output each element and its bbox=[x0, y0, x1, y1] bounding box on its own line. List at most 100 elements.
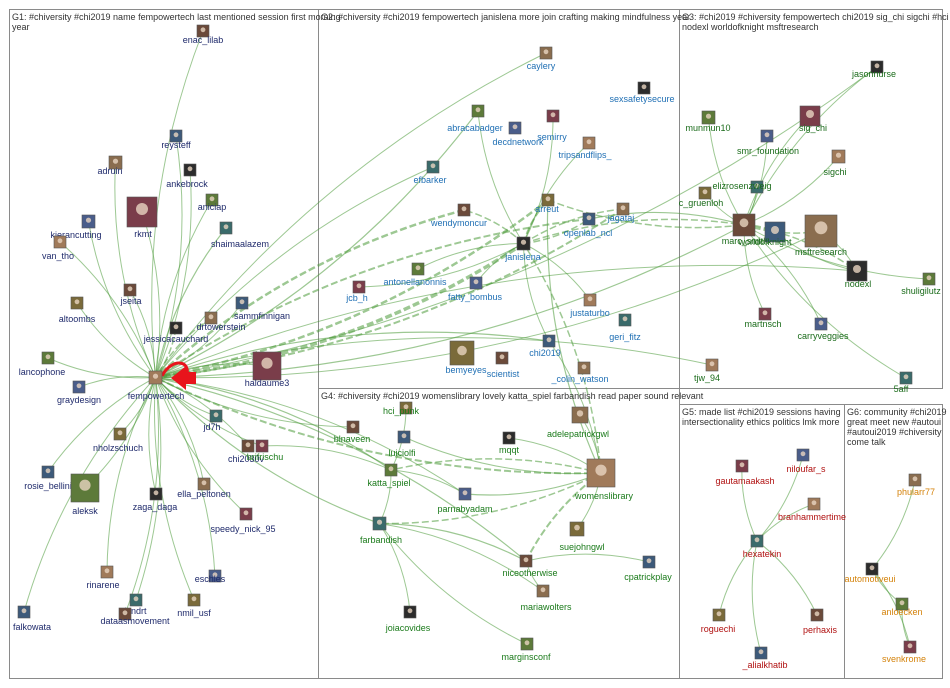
node-lancophone[interactable]: lancophone bbox=[19, 351, 66, 377]
node-janislena[interactable]: janislena bbox=[504, 236, 541, 262]
node-dataasmovement[interactable]: dataasmovement bbox=[100, 607, 170, 626]
node-niloufar_s[interactable]: niloufar_s bbox=[786, 448, 826, 474]
node-sig_chi[interactable]: sig_chi bbox=[799, 105, 827, 133]
node-label: nmil_usf bbox=[177, 608, 211, 618]
node-decdnetwork[interactable]: decdnetwork bbox=[492, 121, 544, 147]
node-_colin_watson[interactable]: _colin_watson bbox=[550, 361, 609, 384]
node-altoombs[interactable]: altoombs bbox=[59, 296, 96, 324]
node-luiciolfi[interactable]: luiciolfi bbox=[388, 430, 416, 458]
node-van_tho[interactable]: van_tho bbox=[42, 235, 74, 261]
node-zaga_daga[interactable]: zaga_daga bbox=[133, 487, 178, 512]
node-joiacovides[interactable]: joiacovides bbox=[385, 605, 431, 633]
node-arreut[interactable]: arreut bbox=[535, 193, 559, 214]
node-munmun10[interactable]: munmun10 bbox=[685, 110, 731, 133]
node-sammfinnigan[interactable]: sammfinnigan bbox=[234, 296, 290, 321]
node-jessicacauchard[interactable]: jessicacauchard bbox=[143, 321, 209, 344]
node-sigchi[interactable]: sigchi bbox=[823, 149, 847, 177]
node-tripsandflips_[interactable]: tripsandflips_ bbox=[558, 136, 613, 160]
node-carryveggies[interactable]: carryveggies bbox=[797, 317, 849, 341]
node-eschles[interactable]: eschles bbox=[195, 569, 226, 584]
node-bemyeyes[interactable]: bemyeyes bbox=[445, 340, 487, 375]
node-rosie_bellini[interactable]: rosie_bellini bbox=[24, 465, 72, 491]
node-hexatekin[interactable]: hexatekin bbox=[743, 534, 782, 559]
node-speedy_nick_95[interactable]: speedy_nick_95 bbox=[210, 507, 276, 534]
node-svenkrome[interactable]: svenkrome bbox=[882, 640, 926, 664]
node-sexsafetysecure[interactable]: sexsafetysecure bbox=[609, 81, 675, 104]
node-aniciap[interactable]: aniciap bbox=[198, 193, 227, 212]
node-nholzschuch[interactable]: nholzschuch bbox=[93, 427, 143, 453]
node-kierancutting[interactable]: kierancutting bbox=[50, 214, 102, 240]
node-nodexl[interactable]: nodexl bbox=[845, 260, 872, 289]
node-5aff[interactable]: 5aff bbox=[894, 371, 913, 394]
node-mqqt[interactable]: mqqt bbox=[499, 431, 520, 455]
node-nmil_usf[interactable]: nmil_usf bbox=[177, 593, 211, 618]
node-caylery[interactable]: caylery bbox=[527, 46, 556, 71]
node-rinarene[interactable]: rinarene bbox=[86, 565, 120, 590]
node-jseita[interactable]: jseita bbox=[119, 283, 142, 306]
node-efbarker[interactable]: efbarker bbox=[413, 160, 447, 185]
node-parnabyadam[interactable]: parnabyadam bbox=[437, 487, 493, 514]
node-scientist[interactable]: scientist bbox=[487, 351, 520, 379]
node-semirry[interactable]: semirry bbox=[537, 109, 567, 142]
node-branhammertime[interactable]: branhammertime bbox=[778, 497, 846, 522]
node-cpatrickplay[interactable]: cpatrickplay bbox=[624, 555, 672, 582]
node-niceotherwise[interactable]: niceotherwise bbox=[502, 554, 558, 578]
node-ankebrock[interactable]: ankebrock bbox=[166, 163, 208, 189]
node-shaimaalazem[interactable]: shaimaalazem bbox=[211, 221, 269, 249]
node-alxndrt[interactable]: alxndrt bbox=[119, 593, 147, 616]
node-aleksk[interactable]: aleksk bbox=[70, 473, 100, 516]
node-antonellanonnis[interactable]: antonellanonnis bbox=[383, 262, 447, 287]
node-marc_smith[interactable]: marc_smith bbox=[722, 213, 769, 246]
node-smr_foundation[interactable]: smr_foundation bbox=[737, 129, 799, 156]
node-openlab_ncl[interactable]: openlab_ncl bbox=[564, 212, 613, 238]
node-brifrischu[interactable]: brifrischu bbox=[247, 439, 284, 462]
node-fempowertech[interactable]: fempowertech bbox=[128, 370, 185, 401]
node-worldofknight[interactable]: worldofknight bbox=[737, 221, 792, 247]
node-msftresearch[interactable]: msftresearch bbox=[795, 214, 847, 257]
node-marginsconf[interactable]: marginsconf bbox=[501, 637, 551, 662]
node-c_gruenloh[interactable]: c_gruenloh bbox=[679, 186, 724, 208]
node-jagataj[interactable]: jagataj bbox=[607, 202, 635, 223]
node-suejohngwl[interactable]: suejohngwl bbox=[559, 521, 605, 552]
node-phularr77[interactable]: phularr77 bbox=[897, 473, 935, 497]
node-jasonnurse[interactable]: jasonnurse bbox=[851, 60, 896, 79]
node-gautamaakash[interactable]: gautamaakash bbox=[715, 459, 775, 486]
node-perhaxis[interactable]: perhaxis bbox=[803, 608, 838, 635]
node-enac_lilab[interactable]: enac_lilab bbox=[183, 24, 224, 45]
node-adelepatrickgwl[interactable]: adelepatrickgwl bbox=[547, 406, 609, 439]
node-martnsch[interactable]: martnsch bbox=[744, 307, 782, 329]
node-chi2030v[interactable]: chi2030v bbox=[228, 439, 265, 464]
node-drtowerstein[interactable]: drtowerstein bbox=[196, 311, 246, 332]
node-label: fempowertech bbox=[128, 391, 185, 401]
node-tjw_94[interactable]: tjw_94 bbox=[694, 358, 720, 383]
node-abracabadger[interactable]: abracabadger bbox=[447, 104, 503, 133]
node-adruin[interactable]: adruin bbox=[97, 155, 123, 176]
node-justaturbo[interactable]: justaturbo bbox=[569, 293, 610, 318]
node-jcb_h[interactable]: jcb_h bbox=[345, 280, 368, 303]
node-wendymoncur[interactable]: wendymoncur bbox=[430, 203, 487, 228]
node-blnaveen[interactable]: blnaveen bbox=[334, 420, 371, 444]
node-ella_peltonen[interactable]: ella_peltonen bbox=[177, 477, 231, 499]
node-haldaume3[interactable]: haldaume3 bbox=[245, 351, 290, 388]
node-geri_fitz[interactable]: geri_fitz bbox=[609, 313, 641, 342]
node-rkmt[interactable]: rkmt bbox=[126, 196, 158, 239]
node-_alialkhatib[interactable]: _alialkhatib bbox=[741, 646, 788, 670]
node-mariawolters[interactable]: mariawolters bbox=[520, 584, 572, 612]
node-fatty_bombus[interactable]: fatty_bombus bbox=[448, 276, 503, 302]
node-anloecken[interactable]: anloecken bbox=[881, 597, 923, 617]
node-womenslibrary[interactable]: womenslibrary bbox=[574, 458, 634, 501]
node-reysteff[interactable]: reysteff bbox=[161, 129, 191, 150]
node-jd7h[interactable]: jd7h bbox=[202, 409, 223, 432]
node-chi2019[interactable]: chi2019 bbox=[529, 334, 561, 358]
node-shuligilutz[interactable]: shuligilutz bbox=[901, 272, 941, 296]
node-hci_punk[interactable]: hci_punk bbox=[383, 401, 420, 416]
node-roguechi[interactable]: roguechi bbox=[701, 608, 736, 634]
node-graydesign[interactable]: graydesign bbox=[57, 380, 101, 405]
edge-farbandish-joiacovides bbox=[379, 523, 411, 613]
node-elizrosenzweig[interactable]: elizrosenzweig bbox=[712, 180, 772, 194]
node-automotiveui[interactable]: automotiveui bbox=[844, 562, 896, 584]
node-katta_spiel[interactable]: katta_spiel bbox=[367, 463, 411, 488]
node-farbandish[interactable]: farbandish bbox=[360, 516, 402, 545]
node-falkowata[interactable]: falkowata bbox=[13, 605, 51, 632]
